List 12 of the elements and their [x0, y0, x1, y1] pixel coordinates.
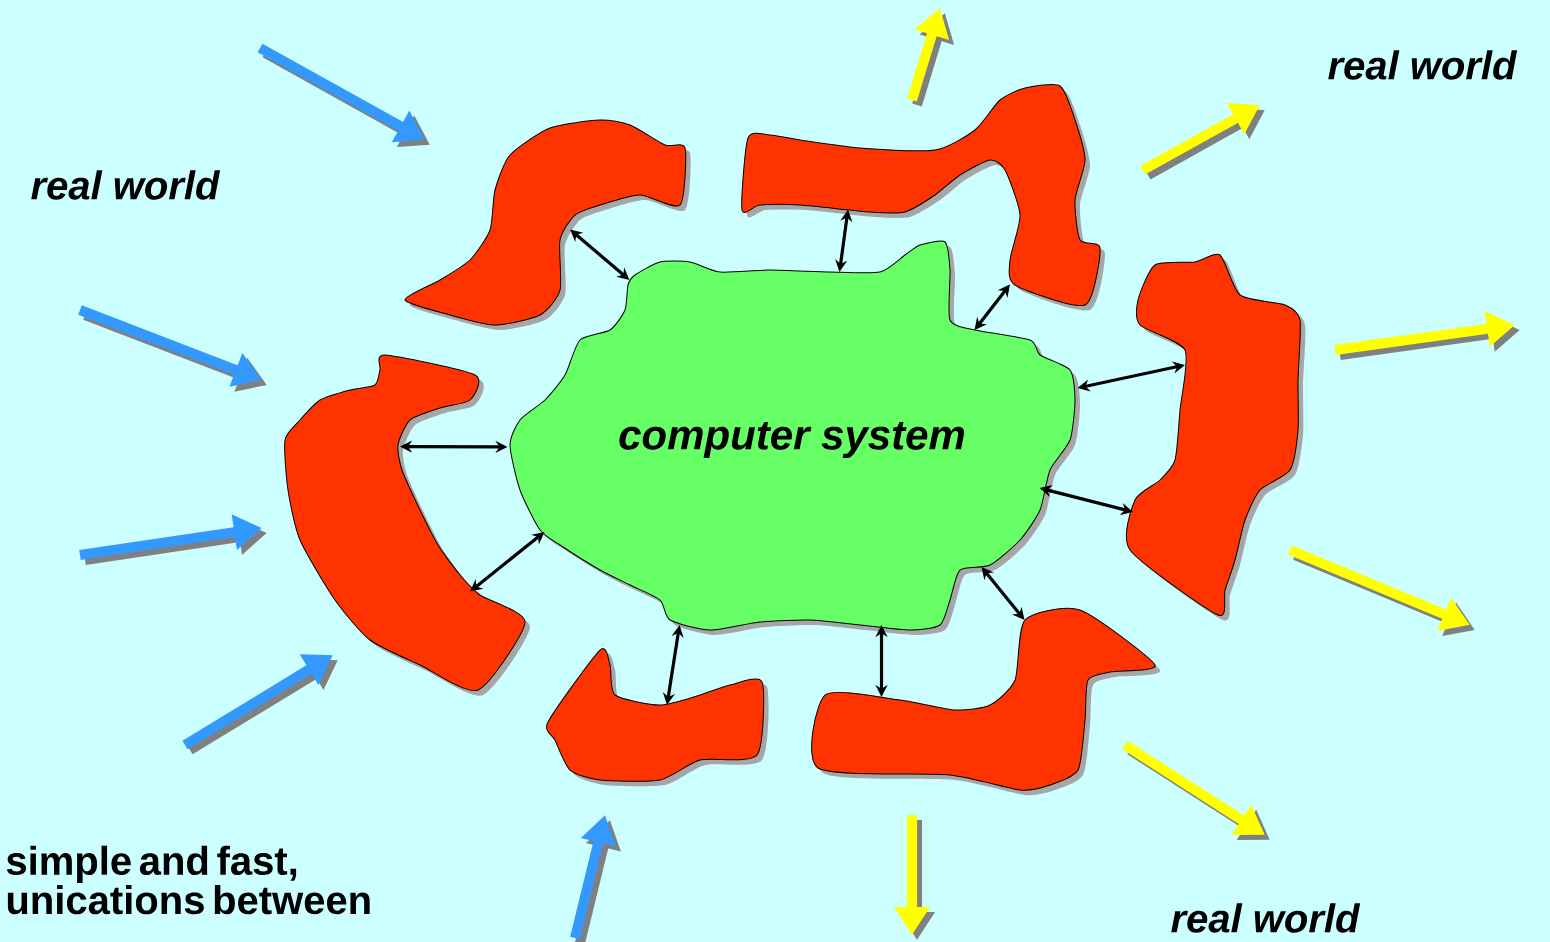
- interface-blob: [404, 119, 691, 330]
- interface-blob: [811, 607, 1160, 796]
- system-blob: computer system: [509, 240, 1080, 635]
- region-label: real world: [1171, 903, 1361, 933]
- region-label: real world: [1328, 50, 1518, 80]
- note-text: simple and fast, unications between: [6, 845, 370, 915]
- double-arrow: [981, 567, 1025, 620]
- interface-blob: [284, 354, 530, 696]
- interface-blob: [741, 84, 1105, 311]
- region-label: real world: [31, 170, 221, 200]
- interface-blob: [546, 648, 769, 787]
- interface-blob: [1125, 253, 1306, 621]
